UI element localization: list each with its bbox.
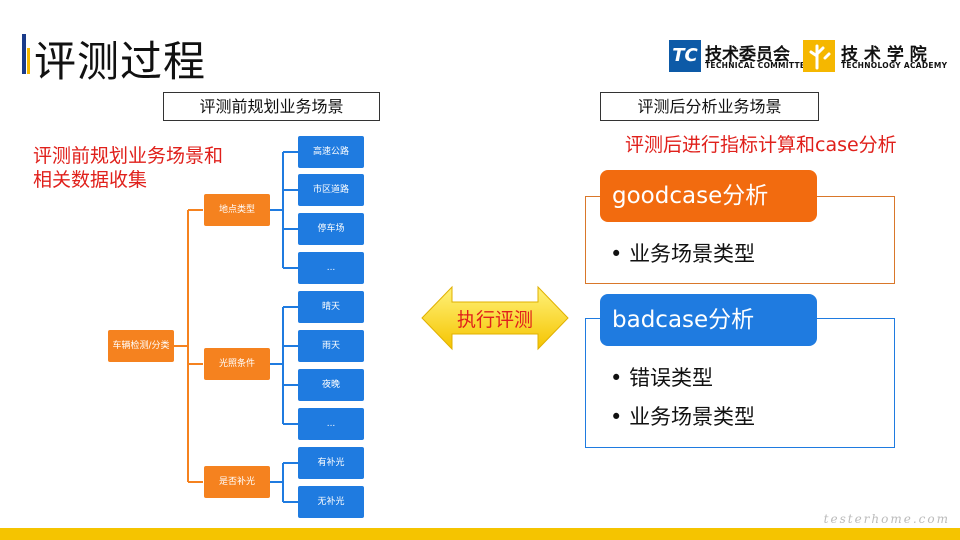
post-eval-note: 评测后进行指标计算和case分析 [625, 134, 897, 156]
tc-logo-name: 技术委员会 [705, 45, 790, 65]
tree-leaf: 高速公路 [298, 136, 364, 168]
tree-leaf: 雨天 [298, 330, 364, 362]
title-accent-bar [22, 34, 26, 74]
badcase-item-text: 错误类型 [629, 366, 714, 390]
badcase-item-text: 业务场景类型 [629, 405, 756, 429]
tree-leaf: ... [298, 252, 364, 284]
double-arrow-icon [421, 285, 569, 351]
tree-leaf: 有补光 [298, 447, 364, 479]
pre-eval-note-line1: 评测前规划业务场景和 [33, 145, 224, 167]
tree-leaf: 晴天 [298, 291, 364, 323]
ta-logo-name: 技 术 学 院 [841, 45, 927, 65]
title-accent-bar-yellow [27, 48, 30, 74]
post-eval-header: 评测后分析业务场景 [600, 92, 819, 121]
badcase-title: badcase分析 [600, 294, 817, 346]
tree-leaf: 停车场 [298, 213, 364, 245]
tree-leaf: ... [298, 408, 364, 440]
tree-group-fill-light: 是否补光 [204, 466, 270, 498]
tree-root-node: 车辆检测/分类 [108, 330, 174, 362]
tc-logo-icon: TC [669, 40, 701, 72]
watermark: testerhome.com [823, 512, 950, 526]
tree-leaf: 市区道路 [298, 174, 364, 206]
pre-eval-header: 评测前规划业务场景 [163, 92, 380, 121]
pre-eval-note-line2: 相关数据收集 [33, 169, 148, 191]
badcase-item: • 错误类型 [610, 366, 714, 390]
goodcase-item-text: 业务场景类型 [629, 242, 756, 266]
badcase-item: • 业务场景类型 [610, 405, 756, 429]
ta-logo-icon [803, 40, 835, 72]
execute-eval-label: 执行评测 [456, 309, 533, 331]
tree-group-location: 地点类型 [204, 194, 270, 226]
page-title: 评测过程 [34, 37, 207, 86]
tree-leaf: 夜晚 [298, 369, 364, 401]
tree-leaf: 无补光 [298, 486, 364, 518]
goodcase-title: goodcase分析 [600, 170, 817, 222]
bottom-bar [0, 528, 960, 540]
goodcase-item: • 业务场景类型 [610, 242, 756, 266]
tc-logo-sub: TECHNICAL COMMITTEE [705, 61, 811, 70]
ta-logo-sub: TECHNOLOGY ACADEMY [841, 61, 948, 70]
tree-group-lighting: 光照条件 [204, 348, 270, 380]
